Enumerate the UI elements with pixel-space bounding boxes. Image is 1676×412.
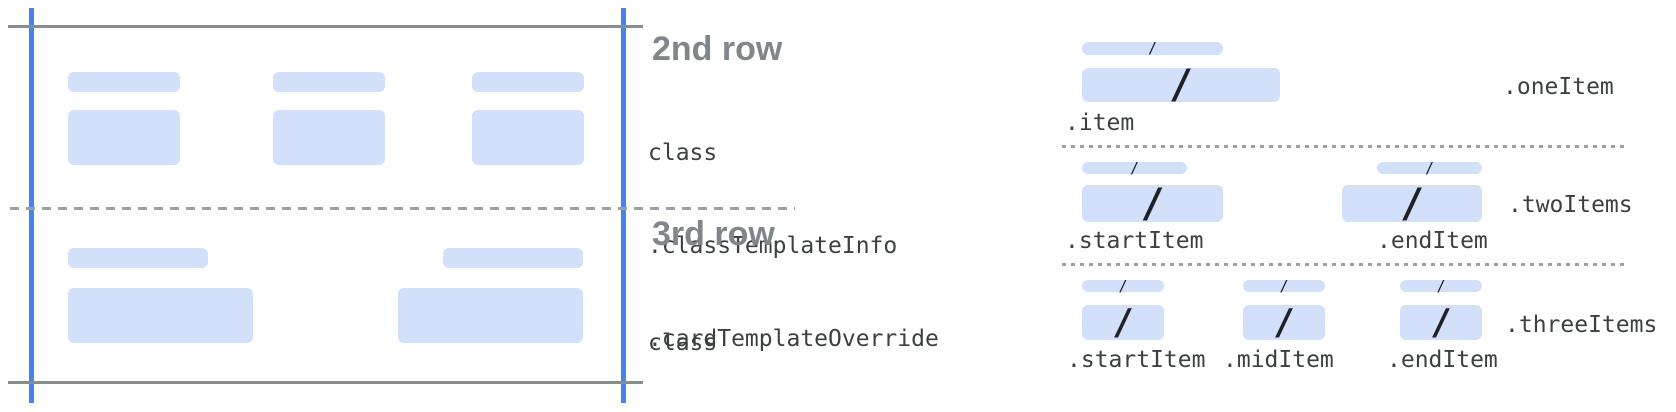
slash-glyph: / xyxy=(1273,301,1295,343)
item-title-placeholder: / xyxy=(1082,39,1223,57)
slash-glyph: / xyxy=(1436,276,1446,295)
end-item-label: .endItem xyxy=(1387,347,1498,373)
crop-guide-left xyxy=(29,8,34,403)
field-label-placeholder xyxy=(443,248,583,268)
row3-code-path: class .classTemplateInfo .cardTemplateOv… xyxy=(648,266,980,412)
item-body-placeholder: / xyxy=(1342,180,1482,227)
row-divider-dashed xyxy=(10,207,795,210)
slash-glyph: / xyxy=(1140,180,1165,227)
item-title-placeholder: / xyxy=(1082,276,1164,295)
item-title-placeholder: / xyxy=(1082,158,1187,177)
card-bottom-border xyxy=(8,381,643,384)
field-value-placeholder xyxy=(398,288,583,343)
slash-glyph: / xyxy=(1430,301,1452,343)
crop-guide-right xyxy=(621,8,626,403)
code-line: .classTemplateInfo xyxy=(648,233,898,259)
start-item-label: .startItem xyxy=(1067,347,1206,373)
field-label-placeholder xyxy=(68,72,180,92)
slash-glyph: / xyxy=(1399,180,1425,227)
field-value-placeholder xyxy=(68,288,253,343)
three-items-section-label: .threeItems xyxy=(1505,312,1658,338)
field-label-placeholder xyxy=(273,72,385,92)
slash-glyph: / xyxy=(1279,276,1289,295)
slash-glyph: / xyxy=(1112,301,1134,343)
card-top-border xyxy=(8,25,643,28)
code-line: class xyxy=(648,330,718,356)
start-item-label: .startItem xyxy=(1065,228,1204,254)
item-title-placeholder: / xyxy=(1243,276,1325,295)
item-title-placeholder: / xyxy=(1400,276,1482,295)
field-label-placeholder xyxy=(68,248,208,268)
slash-glyph: / xyxy=(1147,39,1158,57)
code-line: .cardTemplateOverride xyxy=(648,326,939,352)
mid-item-label: .midItem xyxy=(1223,347,1334,373)
slash-glyph: / xyxy=(1118,276,1128,295)
field-label-placeholder xyxy=(472,72,584,92)
section-divider-dotted xyxy=(1062,145,1629,148)
item-label: .item xyxy=(1065,110,1135,136)
field-value-placeholder xyxy=(273,110,385,165)
one-item-section-label: .oneItem xyxy=(1503,74,1614,100)
item-body-placeholder: / xyxy=(1400,301,1482,343)
item-title-placeholder: / xyxy=(1377,158,1482,177)
row2-heading: 2nd row xyxy=(652,30,783,68)
slash-glyph: / xyxy=(1129,158,1140,177)
item-body-placeholder: / xyxy=(1243,301,1325,343)
item-body-placeholder: / xyxy=(1082,301,1164,343)
two-items-section-label: .twoItems xyxy=(1508,192,1633,218)
row2-code-path: class .classTemplateInfo .cardTemplateOv… xyxy=(648,76,980,412)
row3-heading: 3rd row xyxy=(652,215,775,253)
end-item-label: .endItem xyxy=(1377,228,1488,254)
section-divider-dotted xyxy=(1062,263,1629,266)
field-value-placeholder xyxy=(68,110,180,165)
field-value-placeholder xyxy=(472,110,584,165)
item-body-placeholder: / xyxy=(1082,62,1280,108)
code-line: class xyxy=(648,140,718,166)
slash-glyph: / xyxy=(1168,62,1194,108)
item-body-placeholder: / xyxy=(1082,180,1223,227)
slash-glyph: / xyxy=(1424,158,1435,177)
